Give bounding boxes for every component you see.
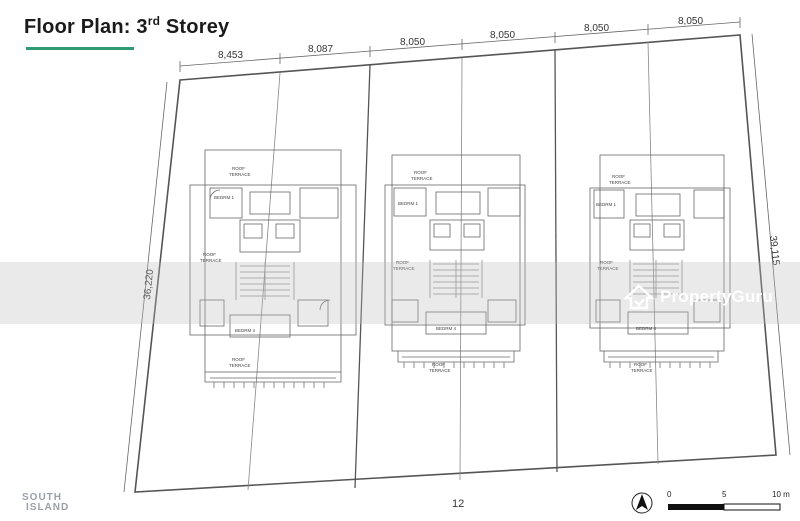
dimension-top-4: 8,050 [490, 30, 515, 41]
site-boundary [134, 34, 777, 493]
room-label-roof-terrace-b3: TERRACE [429, 368, 451, 373]
north-arrow-and-scale [631, 492, 781, 514]
page-title: Floor Plan: 3rd Storey [24, 14, 230, 38]
house-block-a [189, 149, 357, 388]
room-label-bedroom-a4: BEDRM 4 [235, 328, 256, 333]
room-label-roof-terrace-c: TERRACE [609, 180, 631, 185]
house-block-b [384, 154, 526, 368]
scale-label-0: 0 [667, 490, 672, 499]
room-label-roof-terrace-a3: TERRACE [229, 363, 251, 368]
propertyguru-icon [624, 284, 654, 310]
dimension-left: 36,220 [142, 268, 156, 300]
room-label-roof-terrace-c3: TERRACE [631, 368, 653, 373]
south-island-logo: SOUTH ISLAND [22, 492, 70, 513]
room-label-bedroom-b1: BEDRM 1 [398, 201, 419, 206]
room-label-bedroom-c1: BEDRM 1 [596, 202, 617, 207]
unit-divider [459, 57, 463, 481]
unit-divider [247, 72, 281, 491]
house-block-c [589, 154, 731, 368]
watermark: PropertyGuru [624, 284, 773, 310]
room-label-roof-terrace-a3: ROOF [232, 357, 245, 362]
watermark-band [0, 262, 800, 324]
unit-divider [647, 41, 659, 465]
room-label-roof-terrace-c3: ROOF [634, 362, 647, 367]
room-label-bedroom-c4: BEDRM 4 [636, 326, 657, 331]
dimension-ticks [179, 17, 741, 72]
scale-bar: 0 5 10 m [630, 490, 800, 521]
room-label-bedroom-a1: BEDRM 1 [214, 195, 235, 200]
room-label-roof-terrace-a: ROOF [232, 166, 245, 171]
dimension-line-right [751, 33, 791, 456]
dimension-bottom: 12 [452, 498, 464, 510]
room-label-roof-terrace-b: TERRACE [411, 176, 433, 181]
dimension-top-1: 8,453 [218, 50, 243, 61]
room-label-roof-terrace-a: TERRACE [229, 172, 251, 177]
dimension-line-top [179, 21, 741, 67]
room-label-roof-terrace-b: ROOF [414, 170, 427, 175]
room-label-bedroom-b4: BEDRM 4 [436, 326, 457, 331]
room-label-roof-terrace-a2: TERRACE [200, 258, 222, 263]
north-arrow-icon [631, 492, 653, 514]
dimension-top-6: 8,050 [678, 16, 703, 27]
room-label-roof-terrace-b2: TERRACE [393, 266, 415, 271]
room-label-roof-terrace-b3: ROOF [432, 362, 445, 367]
room-label-roof-terrace-a2: ROOF [203, 252, 216, 257]
dimension-line-left [123, 81, 168, 493]
room-label-roof-terrace-b2: ROOF [396, 260, 409, 265]
watermark-text: PropertyGuru [660, 287, 773, 306]
scale-label-10: 10 m [772, 490, 790, 499]
title-underline [26, 47, 134, 50]
dimension-top-2: 8,087 [308, 44, 333, 55]
party-wall [354, 64, 371, 489]
party-wall [554, 49, 558, 473]
scale-label-5: 5 [722, 490, 727, 499]
dimension-top-5: 8,050 [584, 23, 609, 34]
dimension-right: 39,115 [767, 235, 781, 266]
room-label-roof-terrace-c: ROOF [612, 174, 625, 179]
room-label-roof-terrace-c2: ROOF [600, 260, 613, 265]
dimension-top-3: 8,050 [400, 37, 425, 48]
room-label-roof-terrace-c2: TERRACE [597, 266, 619, 271]
